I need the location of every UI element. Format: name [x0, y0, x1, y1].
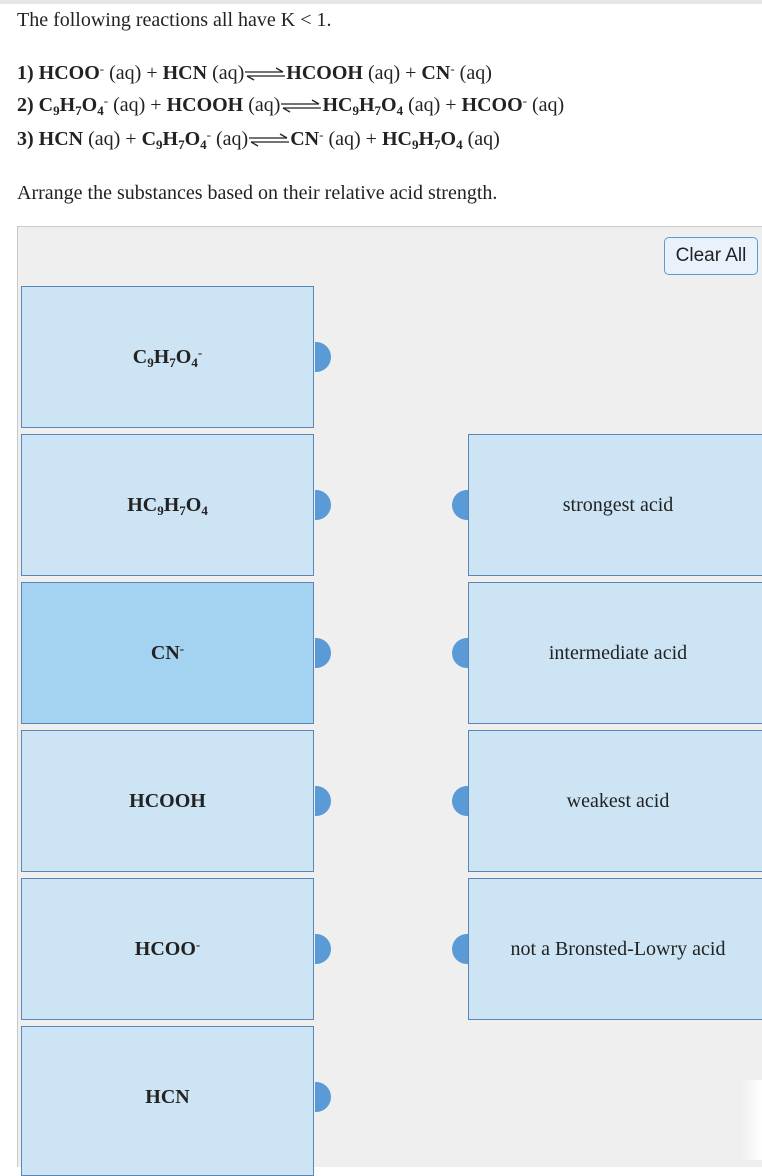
- connector-tab-icon[interactable]: [315, 490, 331, 520]
- category-label: strongest acid: [562, 493, 674, 516]
- category-strongest-acid[interactable]: strongest acid: [468, 434, 762, 576]
- intro-text: The following reactions all have K < 1.: [17, 9, 332, 31]
- drop-target-tab-icon[interactable]: [452, 786, 468, 816]
- card-label: CN-: [150, 640, 185, 664]
- drop-target-tab-icon[interactable]: [452, 934, 468, 964]
- equilibrium-arrow-icon: [249, 133, 290, 147]
- category-label: intermediate acid: [548, 641, 688, 664]
- reaction-2: 2) C9H7O4- (aq) + HCOOH (aq)HC9H7O4 (aq)…: [17, 93, 565, 118]
- draggable-card-hcooh[interactable]: HCOOH: [21, 730, 314, 872]
- card-label: C9H7O4-: [132, 344, 203, 370]
- card-label: HCN: [145, 1085, 190, 1108]
- reaction-1: 1) HCOO- (aq) + HCN (aq)HCOOH (aq) + CN-…: [17, 61, 492, 84]
- drop-target-tab-icon[interactable]: [452, 490, 468, 520]
- card-label: HC9H7O4: [127, 493, 208, 518]
- category-label: weakest acid: [566, 789, 670, 812]
- connector-tab-icon[interactable]: [315, 638, 331, 668]
- draggable-card-hc9h7o4[interactable]: HC9H7O4: [21, 434, 314, 576]
- draggable-card-cn-minus[interactable]: CN-: [21, 582, 314, 724]
- connector-tab-icon[interactable]: [315, 342, 331, 372]
- card-label: HCOO-: [134, 936, 201, 960]
- connector-tab-icon[interactable]: [315, 786, 331, 816]
- connector-tab-icon[interactable]: [315, 1082, 331, 1112]
- draggable-card-c9h7o4-minus[interactable]: C9H7O4-: [21, 286, 314, 428]
- question-text: Arrange the substances based on their re…: [17, 182, 498, 204]
- drop-target-tab-icon[interactable]: [452, 638, 468, 668]
- category-weakest-acid[interactable]: weakest acid: [468, 730, 762, 872]
- category-not-bronsted-lowry-acid[interactable]: not a Bronsted-Lowry acid: [468, 878, 762, 1020]
- clear-all-button[interactable]: Clear All: [664, 237, 758, 275]
- card-label: HCOOH: [129, 789, 206, 812]
- connector-tab-icon[interactable]: [315, 934, 331, 964]
- category-label: not a Bronsted-Lowry acid: [510, 937, 726, 960]
- category-intermediate-acid[interactable]: intermediate acid: [468, 582, 762, 724]
- equilibrium-arrow-icon: [281, 99, 322, 113]
- top-bar: [0, 0, 762, 4]
- draggable-card-hcoo-minus[interactable]: HCOO-: [21, 878, 314, 1020]
- equilibrium-arrow-icon: [245, 67, 286, 81]
- draggable-card-hcn[interactable]: HCN: [21, 1026, 314, 1176]
- edge-fade: [740, 1080, 762, 1160]
- reaction-3: 3) HCN (aq) + C9H7O4- (aq)CN- (aq) + HC9…: [17, 127, 500, 152]
